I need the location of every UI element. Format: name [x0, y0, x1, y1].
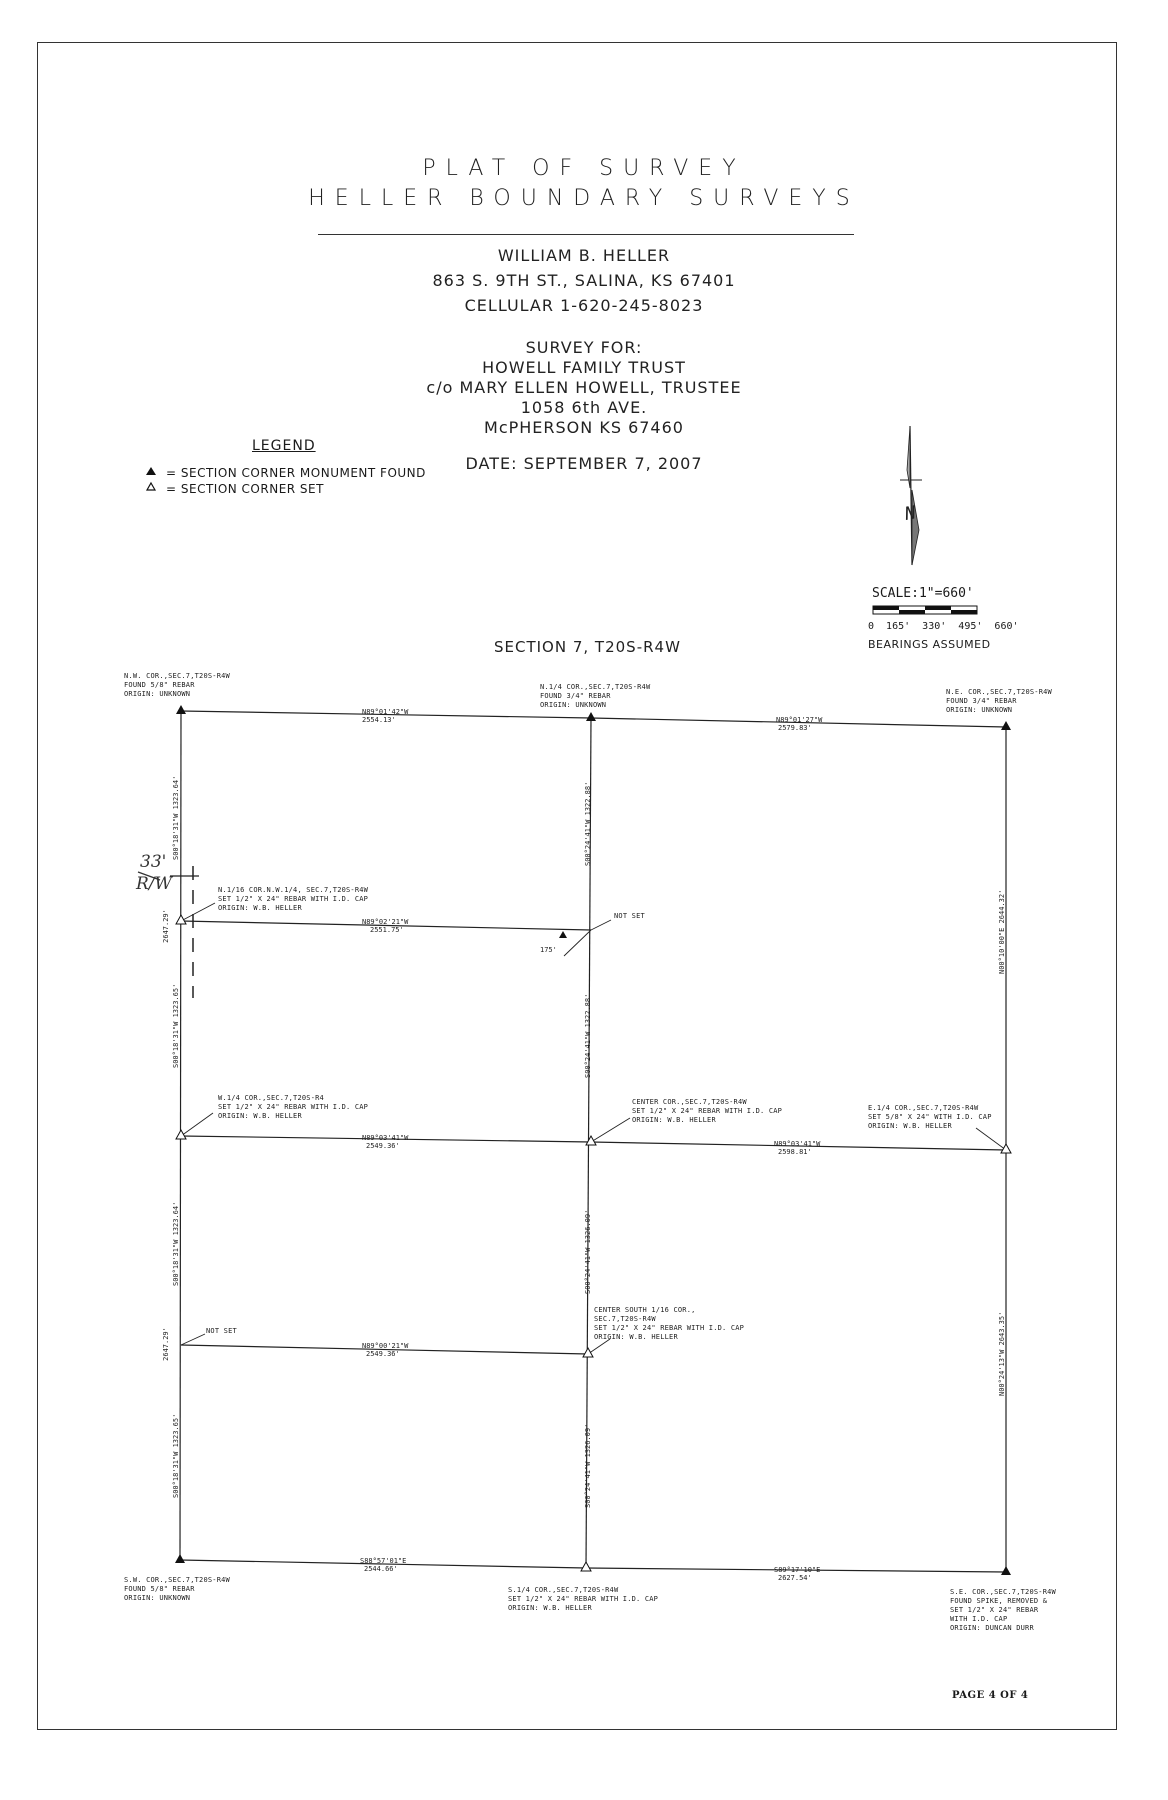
plat-title: PLAT OF SURVEY: [422, 156, 746, 181]
s14-corner-note: S.1/4 COR.,SEC.7,T20S-R4W SET 1/2" X 24"…: [508, 1586, 659, 1612]
legend-title: LEGEND: [252, 438, 316, 454]
north-arrow-icon: N: [900, 425, 922, 566]
cs116-line: [180, 1344, 589, 1355]
w14-corner-note: W.1/4 COR.,SEC.7,T20S-R4 SET 1/2" X 24" …: [218, 1094, 369, 1120]
south-w-distance: 2544.66': [364, 1565, 398, 1573]
west-bearing-2: S00°18'31"W 1323.65': [172, 983, 180, 1068]
section-title: SECTION 7, T20S-R4W: [494, 638, 681, 656]
survey-for-label: SURVEY FOR:: [525, 338, 643, 357]
n14-corner-found-icon: [586, 712, 596, 721]
ne-corner-note: N.E. COR.,SEC.7,T20S-R4W FOUND 3/4" REBA…: [946, 688, 1052, 714]
w14-corner-set-icon: [175, 1128, 187, 1140]
e14-corner-set-icon: [1000, 1142, 1012, 1154]
east-bearing-north: N00°10'00"E 2644.32': [998, 889, 1006, 974]
mid-bearing-3: S00°24'41"W 1326.09': [584, 1209, 592, 1294]
surveyor-phone: CELLULAR 1-620-245-8023: [464, 296, 704, 315]
east-bearing-south: N00°24'13"W 2643.35': [998, 1311, 1006, 1396]
nw-corner-found-icon: [176, 705, 186, 714]
n116-distance: 2551.75': [370, 926, 404, 934]
set-corner-icon: [145, 481, 157, 491]
west-total-south: 2647.29': [162, 1327, 170, 1361]
center-corner-set-icon: [585, 1134, 597, 1146]
north-e-distance: 2579.83': [778, 724, 812, 732]
east-west-center-line-west: [180, 1135, 592, 1143]
east-west-center-line-east: [590, 1141, 1007, 1151]
survey-date: DATE: SEPTEMBER 7, 2007: [465, 454, 703, 473]
surveyor-address: 863 S. 9TH ST., SALINA, KS 67401: [432, 271, 736, 290]
scale-label: SCALE:1"=660': [872, 586, 974, 601]
sw-corner-found-icon: [175, 1554, 185, 1563]
offset-marker-icon: [559, 931, 567, 938]
north-e-bearing: N89°01'27"W: [776, 716, 823, 724]
n116-corner-set-icon: [175, 913, 187, 925]
west-total-north: 2647.29': [162, 909, 170, 943]
rw-label-annotation: R/W: [136, 874, 173, 894]
north-w-distance: 2554.13': [362, 716, 396, 724]
mid-bearing-4: S00°24'41"W 1326.09': [584, 1423, 592, 1508]
south-w-bearing: S88°57'01"E: [360, 1557, 407, 1565]
e-mid-bearing: N89°03'41"W: [774, 1140, 821, 1148]
west-bearing-4: S00°18'31"W 1323.65': [172, 1413, 180, 1498]
page-number: PAGE 4 OF 4: [952, 1690, 1029, 1701]
w-mid-distance: 2549.36': [366, 1142, 400, 1150]
n14-corner-note: N.1/4 COR.,SEC.7,T20S-R4W FOUND 3/4" REB…: [540, 683, 651, 709]
surveyor-name: WILLIAM B. HELLER: [497, 246, 671, 265]
n116-line: [180, 920, 592, 931]
legend-found: = SECTION CORNER MONUMENT FOUND: [166, 466, 426, 480]
sw-corner-note: S.W. COR.,SEC.7,T20S-R4W FOUND 5/8" REBA…: [124, 1576, 230, 1602]
not-set-note-2: NOT SET: [206, 1327, 237, 1335]
w-mid-bearing: N89°03'41"W: [362, 1134, 409, 1142]
found-monument-icon: [146, 467, 156, 475]
west-bearing-1: S00°18'31"W 1323.64': [172, 775, 180, 860]
bearings-assumed: BEARINGS ASSUMED: [868, 638, 991, 651]
south-line-east: [585, 1567, 1007, 1573]
mid-bearing-2: S00°24'41"W 1322.88': [584, 993, 592, 1078]
north-line-west: [180, 710, 592, 719]
client-line-3: 1058 6th AVE.: [520, 398, 648, 417]
client-line-1: HOWELL FAMILY TRUST: [482, 358, 686, 377]
not-set-note-1: NOT SET: [614, 912, 645, 920]
nw-corner-note: N.W. COR.,SEC.7,T20S-R4W FOUND 5/8" REBA…: [124, 672, 230, 698]
scale-ticks: 0 165' 330' 495' 660': [868, 621, 1019, 632]
n116-bearing: N89°02'21"W: [362, 918, 409, 926]
north-label: N: [902, 502, 917, 525]
scale-bar: [872, 605, 978, 615]
cs116-corner-note: CENTER SOUTH 1/16 COR., SEC.7,T20S-R4W S…: [594, 1306, 745, 1341]
south-e-distance: 2627.54': [778, 1574, 812, 1582]
n116-corner-note: N.1/16 COR.N.W.1/4, SEC.7,T20S-R4W SET 1…: [218, 886, 369, 912]
center-corner-note: CENTER COR.,SEC.7,T20S-R4W SET 1/2" X 24…: [632, 1098, 783, 1124]
mid-bearing-1: S00°24'41"W 1322.88': [584, 781, 592, 866]
e-mid-distance: 2598.81': [778, 1148, 812, 1156]
se-corner-found-icon: [1001, 1566, 1011, 1575]
e14-corner-note: E.1/4 COR.,SEC.7,T20S-R4W SET 5/8" X 24"…: [868, 1104, 992, 1130]
cs116-corner-set-icon: [582, 1346, 594, 1358]
client-line-2: c/o MARY ELLEN HOWELL, TRUSTEE: [426, 378, 742, 397]
west-bearing-3: S00°18'31"W 1323.64': [172, 1201, 180, 1286]
north-line-east: [590, 717, 1007, 728]
south-e-bearing: S89°17'10"E: [774, 1566, 821, 1574]
cs-distance: 2549.36': [366, 1350, 400, 1358]
ne-corner-found-icon: [1001, 721, 1011, 730]
company-title: HELLER BOUNDARY SURVEYS: [308, 186, 860, 211]
se-corner-note: S.E. COR.,SEC.7,T20S-R4W FOUND SPIKE, RE…: [950, 1588, 1056, 1632]
cs-bearing: N89°00'21"W: [362, 1342, 409, 1350]
drawing-border: [37, 42, 1117, 1730]
legend-symbols: [145, 467, 157, 491]
client-line-4: McPHERSON KS 67460: [484, 418, 684, 437]
north-w-bearing: N89°01'42"W: [362, 708, 409, 716]
title-divider: [318, 234, 854, 235]
offset-distance: 175': [540, 946, 557, 954]
s14-corner-set-icon: [580, 1560, 592, 1572]
legend-set: = SECTION CORNER SET: [166, 482, 324, 496]
rw-width-annotation: 33': [140, 852, 167, 872]
south-line-west: [179, 1559, 587, 1569]
